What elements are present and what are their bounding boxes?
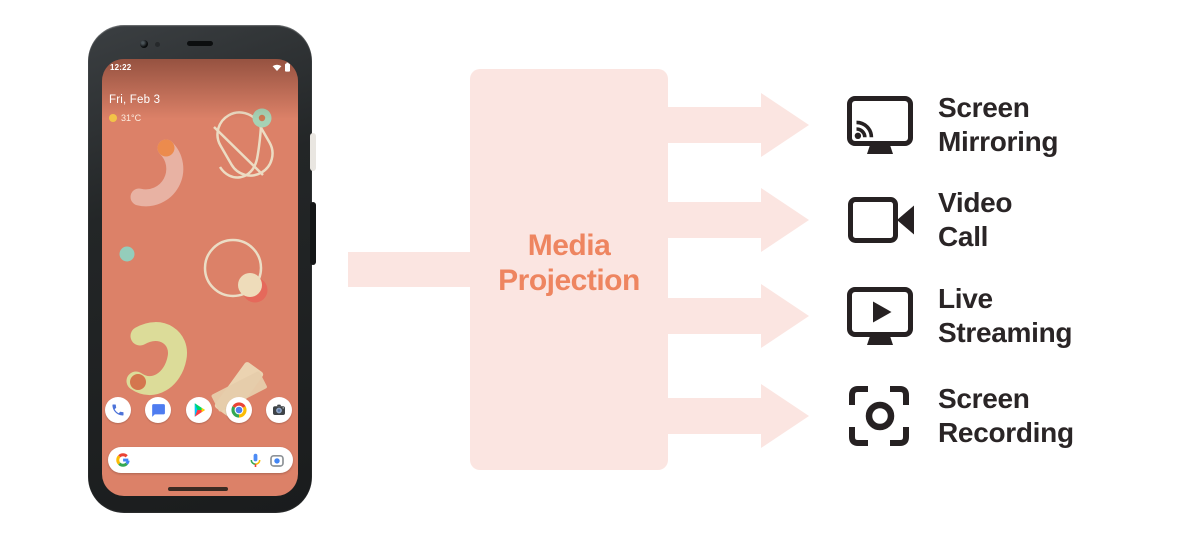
temperature-label: 31°C xyxy=(121,113,142,123)
item-label-line: Live xyxy=(938,283,993,314)
chat-bubble-icon xyxy=(151,403,165,417)
item-label-line: Screen xyxy=(938,92,1030,123)
play-screen-icon xyxy=(847,287,913,345)
item-label-line: Mirroring xyxy=(938,126,1059,157)
wallpaper-art xyxy=(119,108,274,418)
status-bar: 12:22 xyxy=(110,61,291,73)
media-projection-box: Media Projection xyxy=(470,69,668,470)
play-store-app-icon[interactable] xyxy=(185,397,212,423)
item-label-live-streaming: Live Streaming xyxy=(938,282,1138,350)
camera-app-icon[interactable] xyxy=(266,397,292,423)
play-triangle-icon xyxy=(194,403,205,417)
item-label-screen-mirroring: Screen Mirroring xyxy=(938,91,1138,159)
item-label-video-call: Video Call xyxy=(938,186,1138,254)
media-projection-label: Media Projection xyxy=(498,228,640,297)
lens-camera-icon[interactable] xyxy=(270,454,284,467)
earpiece-speaker xyxy=(187,41,213,46)
chrome-logo-icon xyxy=(231,402,247,418)
google-g-icon[interactable] xyxy=(116,453,130,467)
status-time: 12:22 xyxy=(110,62,132,72)
lockscreen-date: Fri, Feb 3 xyxy=(109,94,161,106)
phone-screen: 12:22 Fri, Feb 3 31°C xyxy=(102,59,298,496)
messages-app-icon[interactable] xyxy=(145,397,171,423)
arrow-shaft-2 xyxy=(668,202,761,238)
sun-icon xyxy=(109,114,117,122)
item-label-line: Video xyxy=(938,187,1013,218)
arrow-shaft-1 xyxy=(668,107,761,143)
google-search-bar[interactable] xyxy=(108,447,293,473)
chrome-app-icon[interactable] xyxy=(226,397,252,423)
weather-widget: 31°C xyxy=(109,113,141,123)
cast-screen-icon xyxy=(847,96,913,154)
camera-body-icon xyxy=(273,404,285,415)
arrow-head-1 xyxy=(761,93,809,157)
arrow-head-3 xyxy=(761,284,809,348)
item-label-line: Recording xyxy=(938,417,1074,448)
proximity-sensor-icon xyxy=(155,42,160,47)
mic-icon[interactable] xyxy=(250,453,261,468)
arrow-head-2 xyxy=(761,188,809,252)
screen-record-icon xyxy=(849,386,909,446)
statusbar-scrim xyxy=(102,59,298,119)
item-label-screen-recording: Screen Recording xyxy=(938,382,1138,450)
front-camera-icon xyxy=(140,40,148,48)
arrow-head-4 xyxy=(761,384,809,448)
arrow-shaft-3 xyxy=(668,298,761,334)
item-label-line: Call xyxy=(938,221,989,252)
wifi-icon xyxy=(272,64,282,71)
volume-button[interactable] xyxy=(310,202,316,265)
video-camera-icon xyxy=(848,197,914,243)
arrow-shaft-4 xyxy=(668,398,761,434)
item-label-line: Streaming xyxy=(938,317,1073,348)
phone-handset-icon xyxy=(112,404,124,416)
battery-icon xyxy=(285,62,290,72)
home-indicator[interactable] xyxy=(168,487,228,491)
phone-app-icon[interactable] xyxy=(105,397,131,423)
power-button[interactable] xyxy=(310,133,316,171)
phone-frame: 12:22 Fri, Feb 3 31°C xyxy=(88,25,316,513)
input-connector xyxy=(348,252,472,287)
item-label-line: Screen xyxy=(938,383,1030,414)
